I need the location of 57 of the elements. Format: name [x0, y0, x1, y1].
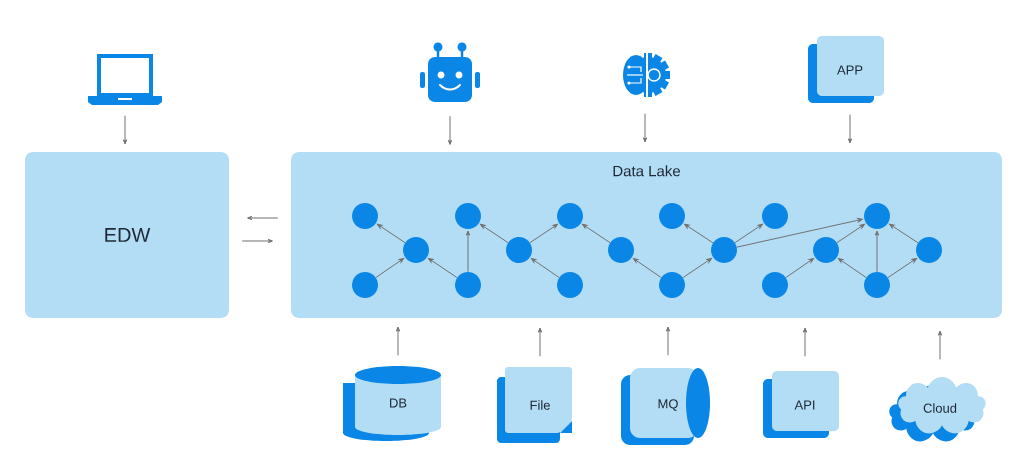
graph-node [403, 237, 429, 263]
brain-gear-icon [623, 53, 670, 97]
graph-node [659, 272, 685, 298]
laptop-icon [88, 54, 162, 105]
arrow [377, 223, 406, 244]
app-box: APP [808, 36, 884, 103]
arrow [530, 258, 560, 278]
graph-node [557, 203, 583, 229]
graph-node [762, 272, 788, 298]
arrow [665, 326, 671, 356]
database-cylinder: DB [343, 366, 441, 441]
warehouse-box: EDW [25, 152, 229, 318]
arrow [847, 114, 853, 144]
arrow [122, 115, 128, 145]
api-box: API [763, 371, 839, 438]
arrow [785, 258, 815, 278]
graph-node [916, 237, 942, 263]
graph-node [864, 272, 890, 298]
graph-node [762, 203, 788, 229]
arrow [395, 326, 401, 356]
arrow [874, 230, 880, 273]
data-lake-panel: Data Lake [291, 152, 1002, 318]
arrow [837, 258, 867, 278]
arrow [480, 223, 509, 244]
arrow [247, 215, 279, 221]
arrow [682, 257, 712, 279]
arrow [887, 257, 917, 279]
graph-node [455, 203, 481, 229]
graph-node [864, 203, 890, 229]
robot-icon [420, 42, 480, 102]
arrow [465, 230, 471, 273]
arrow [736, 218, 863, 248]
arrow [428, 257, 458, 279]
arrow [529, 223, 558, 244]
arrow [734, 223, 763, 244]
graph-node [506, 237, 532, 263]
queue-cylinder: MQ [621, 368, 710, 445]
graph-node [352, 272, 378, 298]
arrow [447, 115, 453, 145]
arrow [582, 223, 611, 244]
arrow [889, 223, 919, 244]
arrow [642, 113, 648, 143]
graph-node [557, 272, 583, 298]
arrow [836, 223, 865, 244]
graph-node [608, 237, 634, 263]
graph-node [659, 203, 685, 229]
arrow [802, 327, 808, 357]
arrow [241, 238, 273, 244]
arrow [937, 330, 943, 360]
graph-node [455, 272, 481, 298]
arrow [684, 223, 714, 244]
arrow [375, 258, 405, 278]
graph-node [711, 237, 737, 263]
arrow [537, 327, 543, 357]
graph-node [813, 237, 839, 263]
arrow [632, 258, 662, 278]
graph-node [352, 203, 378, 229]
